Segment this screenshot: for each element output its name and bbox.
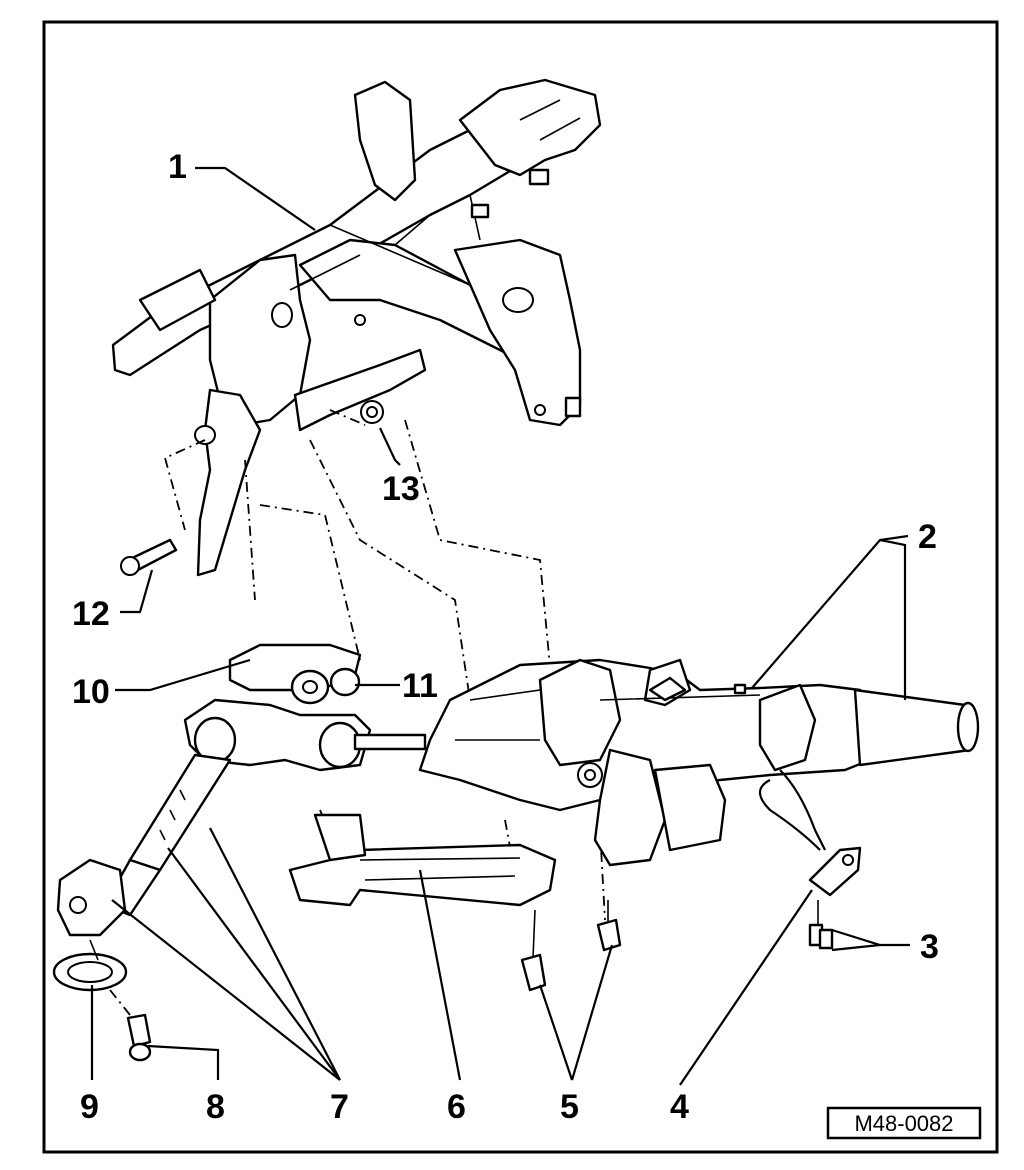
leader-lines	[90, 166, 910, 1086]
callout-8: 8	[206, 1088, 225, 1126]
clamp-10-11	[228, 643, 362, 705]
bolt-12	[120, 538, 178, 576]
callout-10: 10	[72, 673, 110, 711]
screws-3	[808, 900, 834, 950]
lower-shield-6	[288, 813, 557, 907]
callout-9: 9	[80, 1088, 99, 1126]
callout-1: 1	[168, 148, 187, 186]
figure-id: M48-0082	[854, 1111, 953, 1136]
collar-9	[52, 939, 128, 992]
callout-7: 7	[330, 1088, 349, 1126]
cross-member-bracket	[111, 78, 602, 577]
nut-13	[360, 400, 384, 424]
intermediate-shaft-7	[56, 698, 427, 937]
bolt-8	[109, 989, 152, 1062]
callout-5: 5	[560, 1088, 579, 1126]
bracket-4	[808, 846, 862, 897]
callout-2: 2	[918, 518, 937, 556]
callout-13: 13	[382, 470, 420, 508]
callout-6: 6	[447, 1088, 466, 1126]
figure-id-box	[826, 1106, 982, 1140]
steering-column	[418, 658, 980, 867]
callout-4: 4	[670, 1088, 689, 1126]
diagram-border	[42, 20, 999, 1154]
shear-bolts-5	[520, 900, 622, 992]
callout-12: 12	[72, 595, 110, 633]
callout-11: 11	[402, 667, 438, 705]
callout-3: 3	[920, 928, 939, 966]
